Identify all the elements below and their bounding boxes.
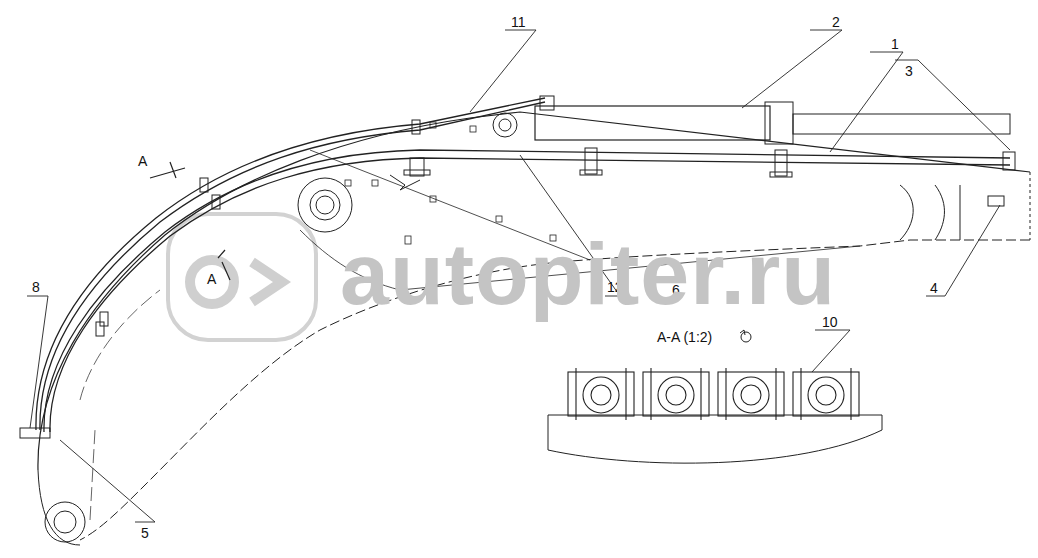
section-mark: A	[138, 154, 147, 168]
callout-number: 3	[905, 64, 913, 78]
callout-number: 1	[891, 37, 899, 51]
callout-number: 2	[832, 15, 840, 29]
watermark: autopiter.ru	[340, 230, 836, 318]
callout-number: 11	[511, 15, 526, 29]
callout-number: 5	[141, 526, 149, 540]
callout-number: 4	[930, 281, 938, 295]
section-title: A-A (1:2)	[657, 330, 712, 344]
callout-number: 8	[32, 280, 40, 294]
section-mark: A	[207, 272, 216, 286]
